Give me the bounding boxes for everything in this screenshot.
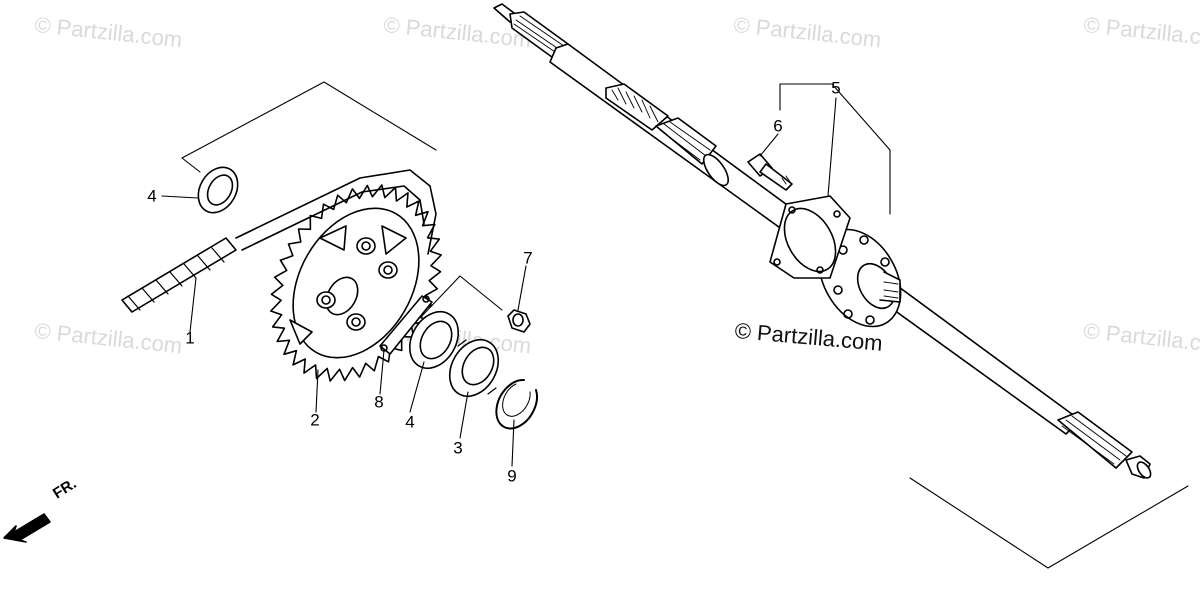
hub-flange — [818, 228, 902, 328]
bearing — [448, 338, 500, 398]
callout-2: 2 — [310, 410, 320, 430]
flange-bolt — [747, 153, 793, 191]
callout-4-lower: 4 — [405, 412, 415, 432]
callout-8: 8 — [374, 392, 384, 412]
callout-1: 1 — [185, 328, 195, 348]
callout-6: 6 — [773, 116, 783, 136]
callout-4-upper: 4 — [147, 186, 157, 206]
circlip — [495, 378, 538, 430]
callout-7: 7 — [523, 248, 533, 268]
oil-seal-upper — [197, 166, 239, 214]
axle-gasket — [769, 195, 851, 279]
callout-9: 9 — [507, 466, 517, 486]
bracket-lines — [181, 81, 1189, 569]
callout-5: 5 — [831, 78, 841, 98]
front-arrow-icon — [3, 513, 51, 543]
leader-lines — [161, 97, 837, 467]
callout-3: 3 — [453, 438, 463, 458]
oil-seal-lower — [408, 310, 460, 370]
drive-chain — [121, 169, 437, 313]
sprocket-nut — [507, 309, 531, 333]
